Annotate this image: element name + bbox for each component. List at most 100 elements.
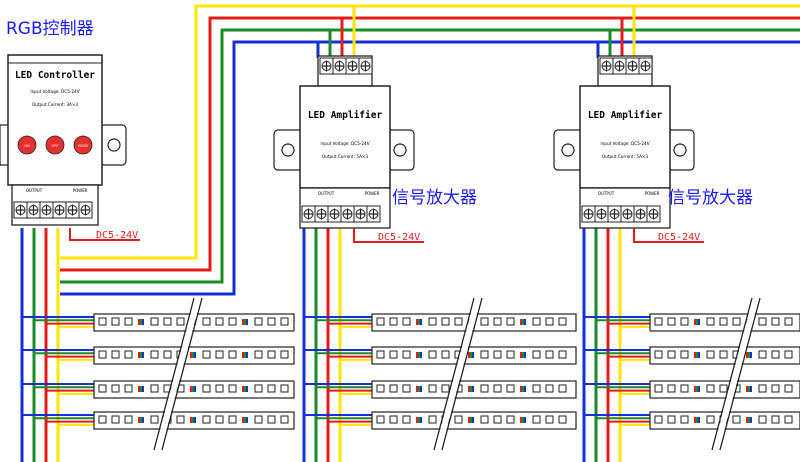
led-chip xyxy=(493,317,502,326)
led-chip xyxy=(267,350,276,359)
led-chip xyxy=(176,415,185,424)
led-chip xyxy=(389,350,398,359)
led-chip xyxy=(784,384,793,393)
led-chip xyxy=(402,384,411,393)
strip-group xyxy=(582,228,800,462)
led-chip xyxy=(98,317,107,326)
led-chip xyxy=(532,384,541,393)
led-chip xyxy=(150,415,159,424)
led-chip xyxy=(254,415,263,424)
led-chip xyxy=(428,317,437,326)
amplifier-2-terminal-output-label: OUTPUT xyxy=(598,191,615,196)
led-chip xyxy=(680,384,689,393)
led-chip xyxy=(771,317,780,326)
led-chip xyxy=(558,384,567,393)
led-chip xyxy=(480,317,489,326)
led-chip xyxy=(202,350,211,359)
led-chip xyxy=(280,350,289,359)
led-chip xyxy=(493,415,502,424)
led-chip xyxy=(428,415,437,424)
led-chip xyxy=(254,317,263,326)
amplifier-2-spec-voltage: Input Voltage: DC5-24V xyxy=(600,141,649,146)
led-chip xyxy=(732,415,741,424)
led-chip xyxy=(454,317,463,326)
led-chip xyxy=(480,384,489,393)
led-chip xyxy=(163,317,172,326)
led-chip xyxy=(98,350,107,359)
amplifier-2-terminal-power-label: POWER xyxy=(645,191,660,196)
led-chip xyxy=(680,415,689,424)
led-chip xyxy=(719,384,728,393)
led-chip xyxy=(267,415,276,424)
power-labels: DC5-24V DC5-24V DC5-24V xyxy=(69,228,704,243)
led-chip xyxy=(667,415,676,424)
amplifier-1-title: LED Amplifier xyxy=(308,110,383,121)
led-chip xyxy=(758,350,767,359)
led-chip xyxy=(558,415,567,424)
led-chip xyxy=(402,317,411,326)
led-chip xyxy=(376,350,385,359)
controller-on-button[interactable] xyxy=(17,135,37,155)
led-chip xyxy=(376,384,385,393)
led-chip xyxy=(654,415,663,424)
led-chip xyxy=(111,415,120,424)
led-chip xyxy=(480,415,489,424)
strip-groups xyxy=(20,228,800,462)
strip-group xyxy=(20,228,295,462)
led-chip xyxy=(545,384,554,393)
led-chip xyxy=(506,317,515,326)
led-chip xyxy=(706,415,715,424)
led-chip xyxy=(654,317,663,326)
led-chip xyxy=(545,317,554,326)
led-chip xyxy=(558,350,567,359)
led-chip xyxy=(124,317,133,326)
led-chip xyxy=(719,350,728,359)
led-chip xyxy=(389,415,398,424)
led-chip xyxy=(215,350,224,359)
led-chip xyxy=(163,350,172,359)
led-chip xyxy=(441,384,450,393)
led-chip xyxy=(150,384,159,393)
controller-mode-button[interactable] xyxy=(73,135,93,155)
controller-title: LED Controller xyxy=(15,70,95,81)
bus-wire-green xyxy=(60,28,800,284)
controller-mode-label: MODE xyxy=(78,144,89,148)
amplifier-1-cn-label: 信号放大器 xyxy=(392,188,477,208)
led-chip xyxy=(124,384,133,393)
led-chip xyxy=(98,384,107,393)
controller-off-button[interactable] xyxy=(45,135,65,155)
led-chip xyxy=(228,384,237,393)
led-chip xyxy=(98,415,107,424)
led-chip xyxy=(545,415,554,424)
led-chip xyxy=(215,415,224,424)
led-chip xyxy=(280,384,289,393)
led-chip xyxy=(680,350,689,359)
led-chip xyxy=(558,317,567,326)
led-chip xyxy=(202,384,211,393)
led-chip xyxy=(719,317,728,326)
amplifier-2-cn-label: 信号放大器 xyxy=(668,188,753,208)
controller-power-label: DC5-24V xyxy=(96,230,138,241)
led-chip xyxy=(532,317,541,326)
led-chip xyxy=(163,384,172,393)
led-chip xyxy=(124,350,133,359)
amplifier-2-spec-current: Output Current: 5A×3 xyxy=(602,154,648,159)
led-chip xyxy=(771,350,780,359)
led-chip xyxy=(202,415,211,424)
led-chip xyxy=(784,317,793,326)
led-chip xyxy=(215,317,224,326)
led-chip xyxy=(493,384,502,393)
amplifier-1-terminal-output-label: OUTPUT xyxy=(318,191,335,196)
amplifier-1-spec-voltage: Input Voltage: DC5-24V xyxy=(320,141,369,146)
led-chip xyxy=(228,317,237,326)
led-chip xyxy=(654,350,663,359)
led-chip xyxy=(111,350,120,359)
led-chip xyxy=(280,415,289,424)
led-chip xyxy=(771,384,780,393)
led-chip xyxy=(667,317,676,326)
led-chip xyxy=(758,384,767,393)
led-chip xyxy=(667,350,676,359)
led-chip xyxy=(680,317,689,326)
